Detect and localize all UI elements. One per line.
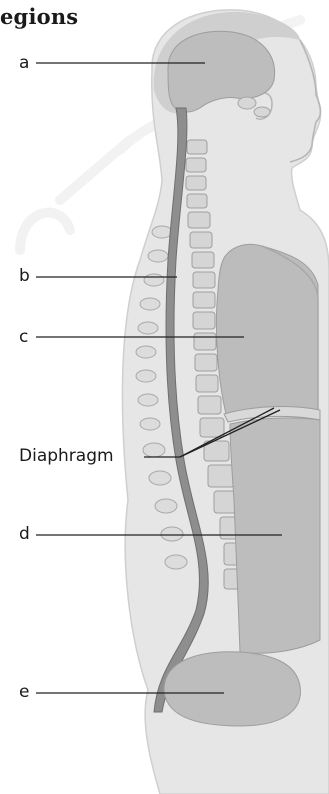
label-a: a <box>19 55 29 72</box>
label-c: c <box>19 329 28 346</box>
page-heading: egions <box>0 6 78 27</box>
pelvic-cavity <box>164 652 300 726</box>
label-e: e <box>19 684 29 701</box>
label-b: b <box>19 268 30 285</box>
label-diaphragm: Diaphragm <box>19 448 114 465</box>
label-d: d <box>19 526 30 543</box>
sinus-shape <box>254 107 270 117</box>
sinus-shape <box>238 97 256 109</box>
